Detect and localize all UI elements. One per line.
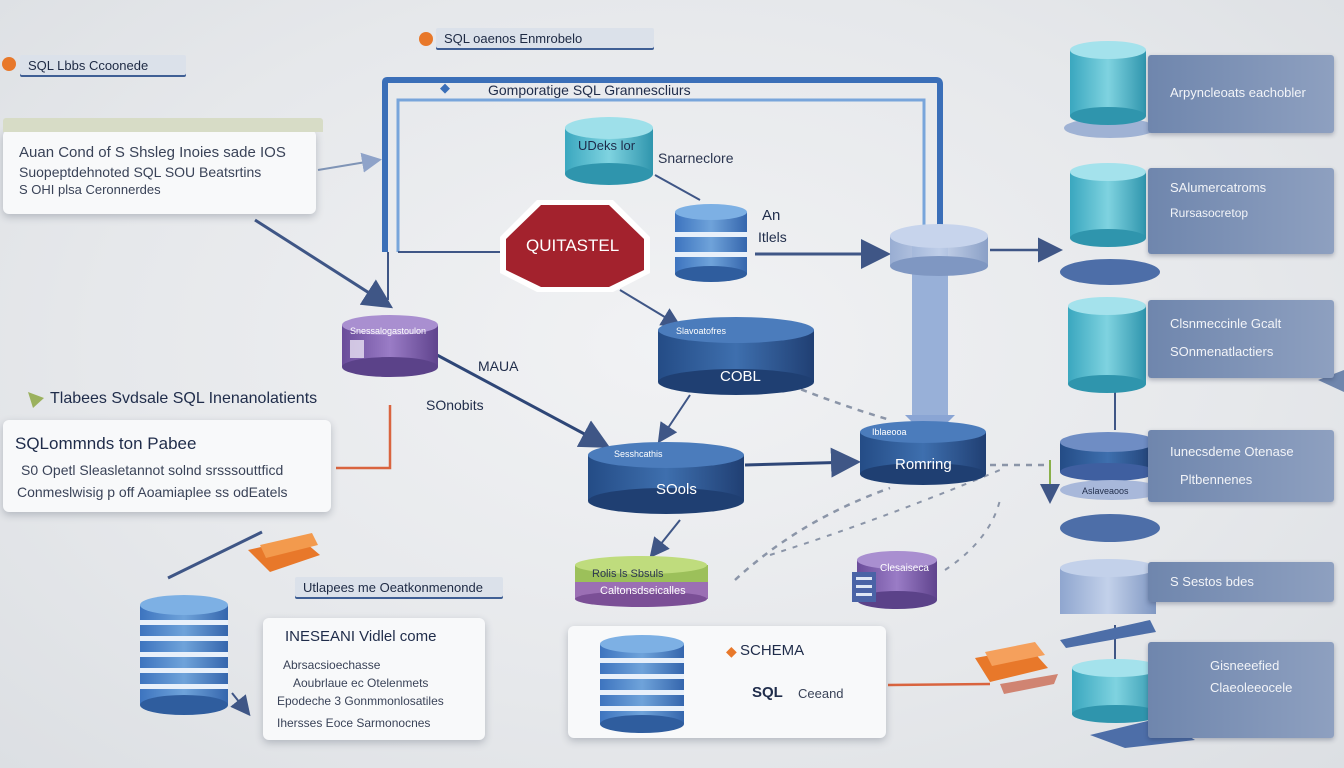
- romring-label: Romring: [895, 456, 952, 473]
- purple-small-cylinder: [852, 551, 937, 609]
- green-cylinder-line-2: Caltonsdseicalles: [600, 585, 686, 597]
- green-cylinder-line-1: Rolis ls Sbsuls: [592, 568, 664, 580]
- right-panel-2-line-1: SAlumercatroms: [1170, 180, 1267, 195]
- romring-cylinder: [860, 421, 986, 485]
- frame-icon: ◆: [440, 80, 450, 95]
- orange-accents: [2, 32, 1058, 694]
- right-panel-4: Iunecsdeme Otenase Pltbennenes: [1148, 430, 1334, 502]
- right-panel-5-line-1: S Sestos bdes: [1170, 574, 1254, 589]
- bottom-card-title: INESEANI Vidlel come: [285, 628, 437, 645]
- large-striped-cylinder-left: [140, 595, 228, 715]
- right-panel-1-line-1: Arpyncleoats eachobler: [1170, 85, 1306, 100]
- right-panel-3: Clsnmeccinle Gcalt SOnmenatlactiers: [1148, 300, 1334, 378]
- mid-tag: Utlapees me Oeatkonmenonde: [295, 577, 503, 599]
- purple-small-label: Clesaiseca: [880, 563, 929, 574]
- right-panel-2-line-2: Rursasocretop: [1170, 206, 1249, 220]
- bottom-card-line-2: Aoubrlaue ec Otelenmets: [293, 676, 429, 690]
- cobl-cylinder: [658, 317, 814, 395]
- right-panel-3-line-1: Clsnmeccinle Gcalt: [1170, 316, 1282, 331]
- an-label: An: [762, 207, 781, 224]
- left-card-2-title: SQLommnds ton Pabee: [15, 434, 197, 453]
- schema-sub: Ceeand: [798, 686, 844, 701]
- maua-label: MAUA: [478, 358, 519, 374]
- sools-small-label: Sesshcathis: [614, 449, 663, 459]
- left-card-1-line-3: S OHI plsa Ceronnerdes: [19, 182, 161, 197]
- left-card-1-line-1: Auan Cond of S Shsleg Inoies sade IOS: [19, 144, 286, 161]
- top-tag: SQL oaenos Enmrobelo: [436, 28, 654, 50]
- right-panel-6-line-1: Gisneeefied: [1210, 658, 1280, 673]
- green-cylinder: [575, 556, 708, 607]
- sools-label: SOols: [656, 481, 697, 498]
- right-panel-4-line-1: Iunecsdeme Otenase: [1170, 444, 1294, 459]
- schema-orange-icon: ◆: [726, 643, 737, 659]
- schema-title: SCHEMA: [740, 642, 805, 659]
- left-heading: Tlabees Svdsale SQL Inenanolatients: [50, 390, 318, 407]
- right-panel-3-line-2: SOnmenatlactiers: [1170, 344, 1274, 359]
- left-card-1: Auan Cond of S Shsleg Inoies sade IOS Su…: [3, 130, 316, 214]
- left-card-2-line-2: Conmeslwisig p off Aoamiaplee ss odEatel…: [17, 484, 288, 500]
- right-panel-6-line-2: Claeoleeocele: [1210, 680, 1293, 695]
- files-label: Itlels: [758, 229, 787, 245]
- teal-database-cylinder: [565, 117, 653, 185]
- pale-disc: [890, 224, 988, 276]
- bottom-card: INESEANI Vidlel come Abrsacsioechasse Ao…: [263, 618, 485, 740]
- left-tag: SQL Lbbs Ccoonede: [20, 55, 186, 77]
- right-cylinders: [1060, 41, 1195, 748]
- sonobits-label: SOnobits: [426, 397, 484, 413]
- romring-small-label: Iblaeooa: [872, 427, 907, 437]
- sools-cylinder: [588, 442, 744, 514]
- bottom-card-line-1: Abrsacsioechasse: [283, 658, 381, 672]
- bottom-card-line-3: Epodeche 3 Gonmmonlosatiles: [277, 694, 444, 708]
- striped-database-cylinder: [675, 204, 747, 282]
- side-label: Snarneclore: [658, 150, 734, 166]
- cobl-label: COBL: [720, 368, 761, 385]
- schema-cylinder-icon: [600, 635, 684, 733]
- left-card-1-accent: [3, 118, 323, 132]
- purple-cylinder-label: Snessalogastoulon: [350, 326, 427, 336]
- connectors: [167, 152, 1116, 717]
- frame-title: Gomporatige SQL Grannescliurs: [488, 82, 691, 98]
- bottom-card-line-4: Ihersses Eoce Sarmonocnes: [277, 716, 431, 730]
- left-card-1-line-2: Suopeptdehnoted SQL SOU Beatsrtins: [19, 164, 262, 180]
- left-card-2-line-1: S0 Opetl Sleasletannot solnd srsssouttfi…: [21, 462, 284, 478]
- right-small-label: Aslaveaoos: [1082, 486, 1129, 496]
- right-panel-5: S Sestos bdes: [1148, 562, 1334, 602]
- left-card-2: SQLommnds ton Pabee S0 Opetl Sleasletann…: [3, 420, 331, 512]
- stop-sign-shape: [500, 200, 650, 292]
- right-panel-4-line-2: Pltbennenes: [1180, 472, 1253, 487]
- right-panel-2: SAlumercatroms Rursasocretop: [1148, 168, 1334, 254]
- cobl-small-label: Slavoatofres: [676, 326, 727, 336]
- right-panel-1: Arpyncleoats eachobler: [1148, 55, 1334, 133]
- right-panel-6: Gisneeefied Claeoleeocele: [1148, 642, 1334, 738]
- teal-cylinder-label: UDeks lor: [578, 138, 636, 153]
- schema-card: ◆ SCHEMA SQL Ceeand: [568, 626, 886, 738]
- purple-database-cylinder: [342, 315, 438, 377]
- stop-sign-label: QUITASTEL: [526, 236, 620, 255]
- schema-sub-bold: SQL: [752, 684, 783, 701]
